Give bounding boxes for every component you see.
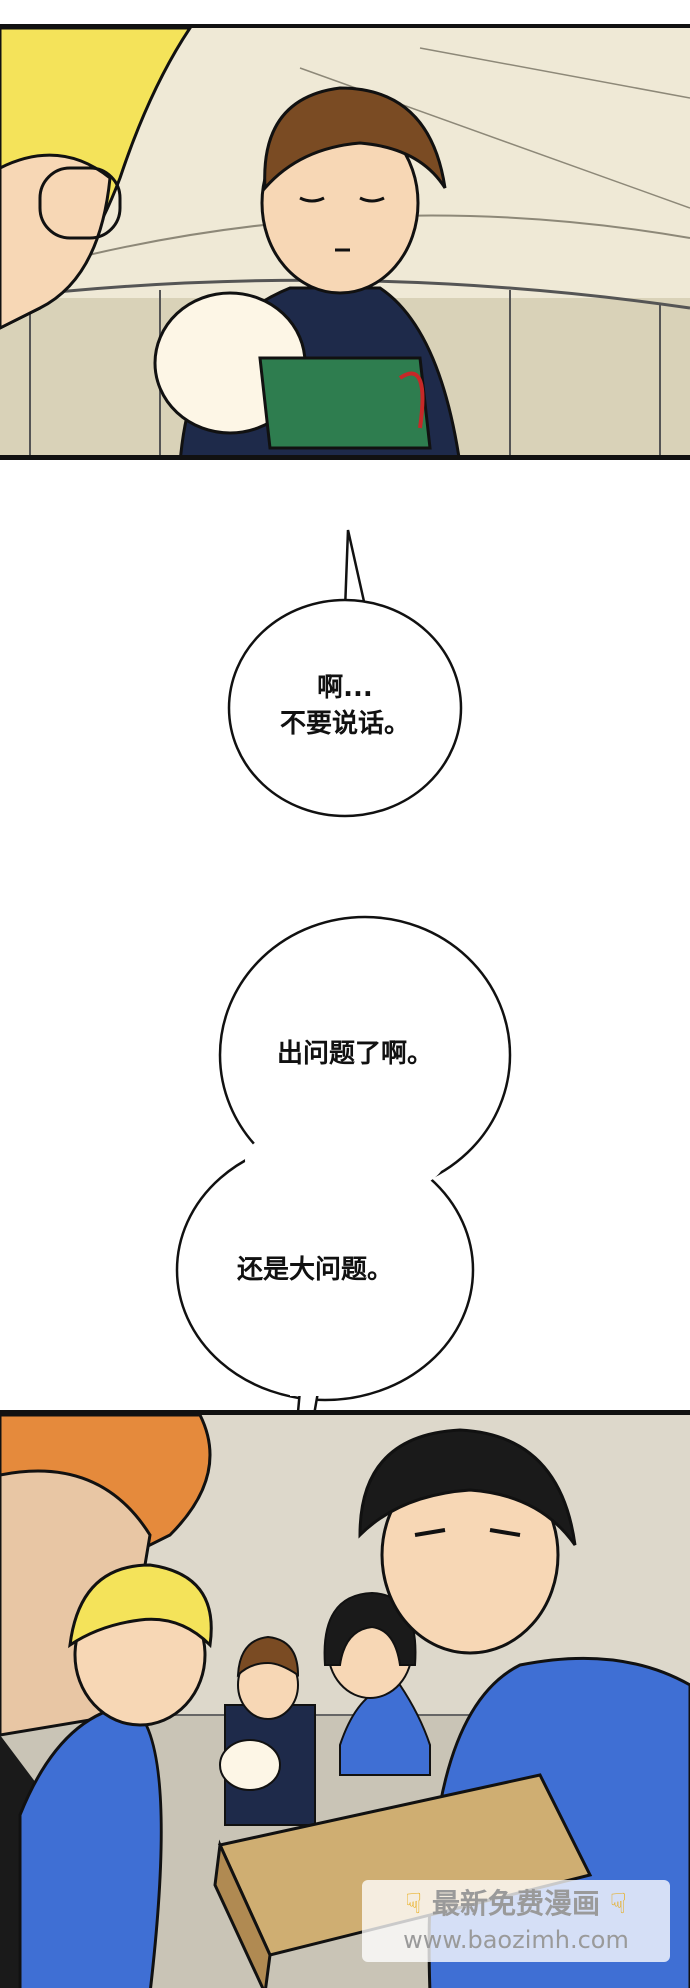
pointing-hand-icon: ☟	[609, 1887, 627, 1920]
speech-bubble-3: 还是大问题。	[236, 1255, 393, 1285]
speech-bubble-2: 出问题了啊。	[276, 1039, 433, 1069]
speech-bubble-1: 啊... 不要说话。	[230, 670, 460, 742]
watermark-banner[interactable]: ☟ 最新免费漫画 ☟ www.baozimh.com	[362, 1880, 670, 1962]
bubble1-line1: 啊...	[317, 673, 373, 703]
top-panel-art	[0, 28, 690, 455]
watermark-title: ☟ 最新免费漫画 ☟	[362, 1884, 670, 1924]
watermark-title-text: 最新免费漫画	[431, 1887, 600, 1920]
bubble1-tail	[343, 529, 367, 612]
bubble1-line2: 不要说话。	[279, 709, 410, 739]
watermark-url[interactable]: www.baozimh.com	[403, 1926, 629, 1954]
top-comic-panel	[0, 24, 690, 460]
pointing-hand-icon: ☟	[405, 1887, 423, 1920]
